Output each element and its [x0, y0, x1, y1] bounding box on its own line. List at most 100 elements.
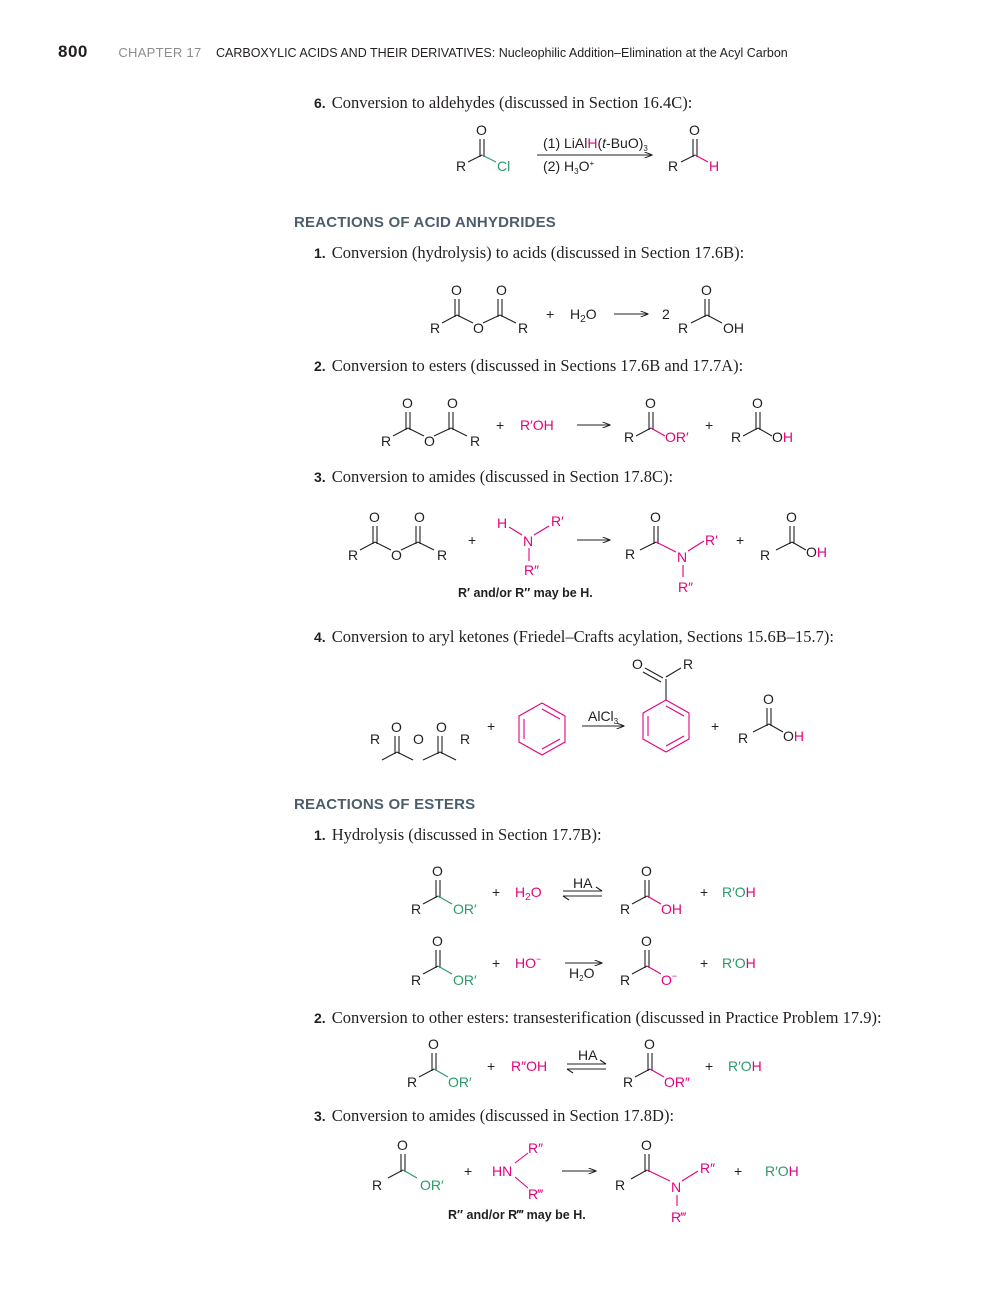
svg-text:O: O: [641, 1137, 652, 1153]
svg-text:O: O: [432, 863, 443, 879]
svg-text:R: R: [370, 731, 380, 747]
svg-text:OR′: OR′: [453, 972, 477, 988]
svg-text:O: O: [424, 433, 435, 449]
item-anhydride-hydrolysis: 1.Conversion (hydrolysis) to acids (disc…: [314, 243, 745, 262]
svg-text:R: R: [738, 730, 748, 746]
svg-text:R: R: [407, 1074, 417, 1090]
amide-structure: O R N R″ R‴: [615, 1137, 715, 1225]
svg-text:R: R: [625, 546, 635, 562]
svg-text:H: H: [497, 515, 507, 531]
svg-text:+: +: [468, 532, 476, 548]
svg-text:O: O: [391, 719, 402, 735]
item-anhydride-aryl-ketones: 4.Conversion to aryl ketones (Friedel–Cr…: [314, 627, 834, 646]
svg-text:R′: R′: [551, 513, 564, 529]
page-number: 800: [58, 42, 88, 61]
svg-text:O: O: [496, 282, 507, 298]
svg-text:OH: OH: [723, 320, 744, 336]
svg-text:OH: OH: [806, 544, 827, 560]
svg-text:+: +: [700, 884, 708, 900]
svg-text:O: O: [432, 933, 443, 949]
svg-text:R: R: [668, 158, 678, 174]
svg-text:O: O: [641, 863, 652, 879]
aldehyde-reaction-arrow: (1) LiAlH(t-BuO)3 (2) H3O+: [537, 135, 652, 176]
section-heading-anhydrides: REACTIONS OF ACID ANHYDRIDES: [294, 214, 556, 231]
alcohol-product: R′OH: [722, 955, 756, 971]
amide-structure: O R N R′ R″: [625, 509, 718, 595]
svg-text:O: O: [369, 509, 380, 525]
svg-text:+: +: [487, 1058, 495, 1074]
svg-text:+: +: [546, 306, 554, 322]
svg-text:O: O: [397, 1137, 408, 1153]
svg-text:O: O: [701, 282, 712, 298]
svg-text:N: N: [671, 1179, 681, 1195]
svg-text:(1) LiAlH(t-BuO)3: (1) LiAlH(t-BuO)3: [543, 135, 648, 153]
item-aldehydes: 6.Conversion to aldehydes (discussed in …: [314, 93, 693, 112]
svg-text:R: R: [620, 972, 630, 988]
svg-text:+: +: [700, 955, 708, 971]
svg-text:+: +: [492, 955, 500, 971]
svg-text:O: O: [645, 395, 656, 411]
svg-text:R: R: [615, 1177, 625, 1193]
chapter-label: CHAPTER 17: [118, 45, 202, 60]
svg-text:R: R: [381, 433, 391, 449]
svg-text:OH: OH: [661, 901, 682, 917]
svg-text:OH: OH: [772, 429, 793, 445]
svg-text:O: O: [447, 395, 458, 411]
svg-text:O: O: [632, 656, 643, 672]
svg-text:+: +: [496, 417, 504, 433]
svg-text:R: R: [430, 320, 440, 336]
svg-text:OH: OH: [783, 728, 804, 744]
item-ester-hydrolysis: 1.Hydrolysis (discussed in Section 17.7B…: [314, 825, 602, 844]
ester-structure: O R OR′: [407, 1036, 472, 1090]
svg-text:H: H: [709, 158, 719, 174]
item-anhydride-amides: 3.Conversion to amides (discussed in Sec…: [314, 467, 674, 486]
svg-text:O: O: [428, 1036, 439, 1052]
svg-text:O: O: [476, 122, 487, 138]
aldehyde-structure: O R H: [668, 122, 719, 174]
svg-text:+: +: [705, 417, 713, 433]
ester-structure: O R OR′: [372, 1137, 444, 1193]
svg-text:R: R: [437, 547, 447, 563]
amine-structure: H N R′ R″: [497, 513, 564, 578]
svg-text:R: R: [460, 731, 470, 747]
svg-text:OR′: OR′: [453, 901, 477, 917]
svg-text:O: O: [641, 933, 652, 949]
svg-text:OR′: OR′: [420, 1177, 444, 1193]
amine-structure: HN R″ R‴: [492, 1140, 543, 1202]
svg-text:R: R: [518, 320, 528, 336]
svg-text:HA: HA: [573, 875, 593, 891]
svg-text:R: R: [411, 901, 421, 917]
equilibrium-arrows: HA: [562, 875, 603, 901]
svg-text:O−: O−: [661, 971, 677, 988]
svg-text:R: R: [411, 972, 421, 988]
svg-text:R: R: [760, 547, 770, 563]
svg-text:R″: R″: [678, 579, 693, 595]
svg-text:O: O: [752, 395, 763, 411]
svg-text:R: R: [372, 1177, 382, 1193]
benzene-ring: [518, 702, 566, 756]
alcohol-product: R′OH: [728, 1058, 762, 1074]
equilibrium-arrows: HA: [566, 1047, 607, 1074]
water-reagent: H2O: [570, 306, 597, 325]
svg-text:N: N: [523, 533, 533, 549]
svg-text:O: O: [644, 1036, 655, 1052]
svg-text:H2O: H2O: [569, 965, 595, 983]
svg-text:R: R: [623, 1074, 633, 1090]
svg-text:HA: HA: [578, 1047, 598, 1063]
ester-amide-note: R″ and/or R‴ may be H.: [448, 1208, 586, 1222]
svg-text:O: O: [689, 122, 700, 138]
svg-text:O: O: [451, 282, 462, 298]
svg-text:+: +: [464, 1163, 472, 1179]
svg-text:+: +: [705, 1058, 713, 1074]
svg-text:O: O: [414, 509, 425, 525]
alcohol-reagent: R′OH: [520, 417, 554, 433]
svg-text:+: +: [492, 884, 500, 900]
alcohol-product: R′OH: [722, 884, 756, 900]
svg-text:OR′: OR′: [448, 1074, 472, 1090]
anhydride-amide-note: R′ and/or R″ may be H.: [458, 586, 593, 600]
